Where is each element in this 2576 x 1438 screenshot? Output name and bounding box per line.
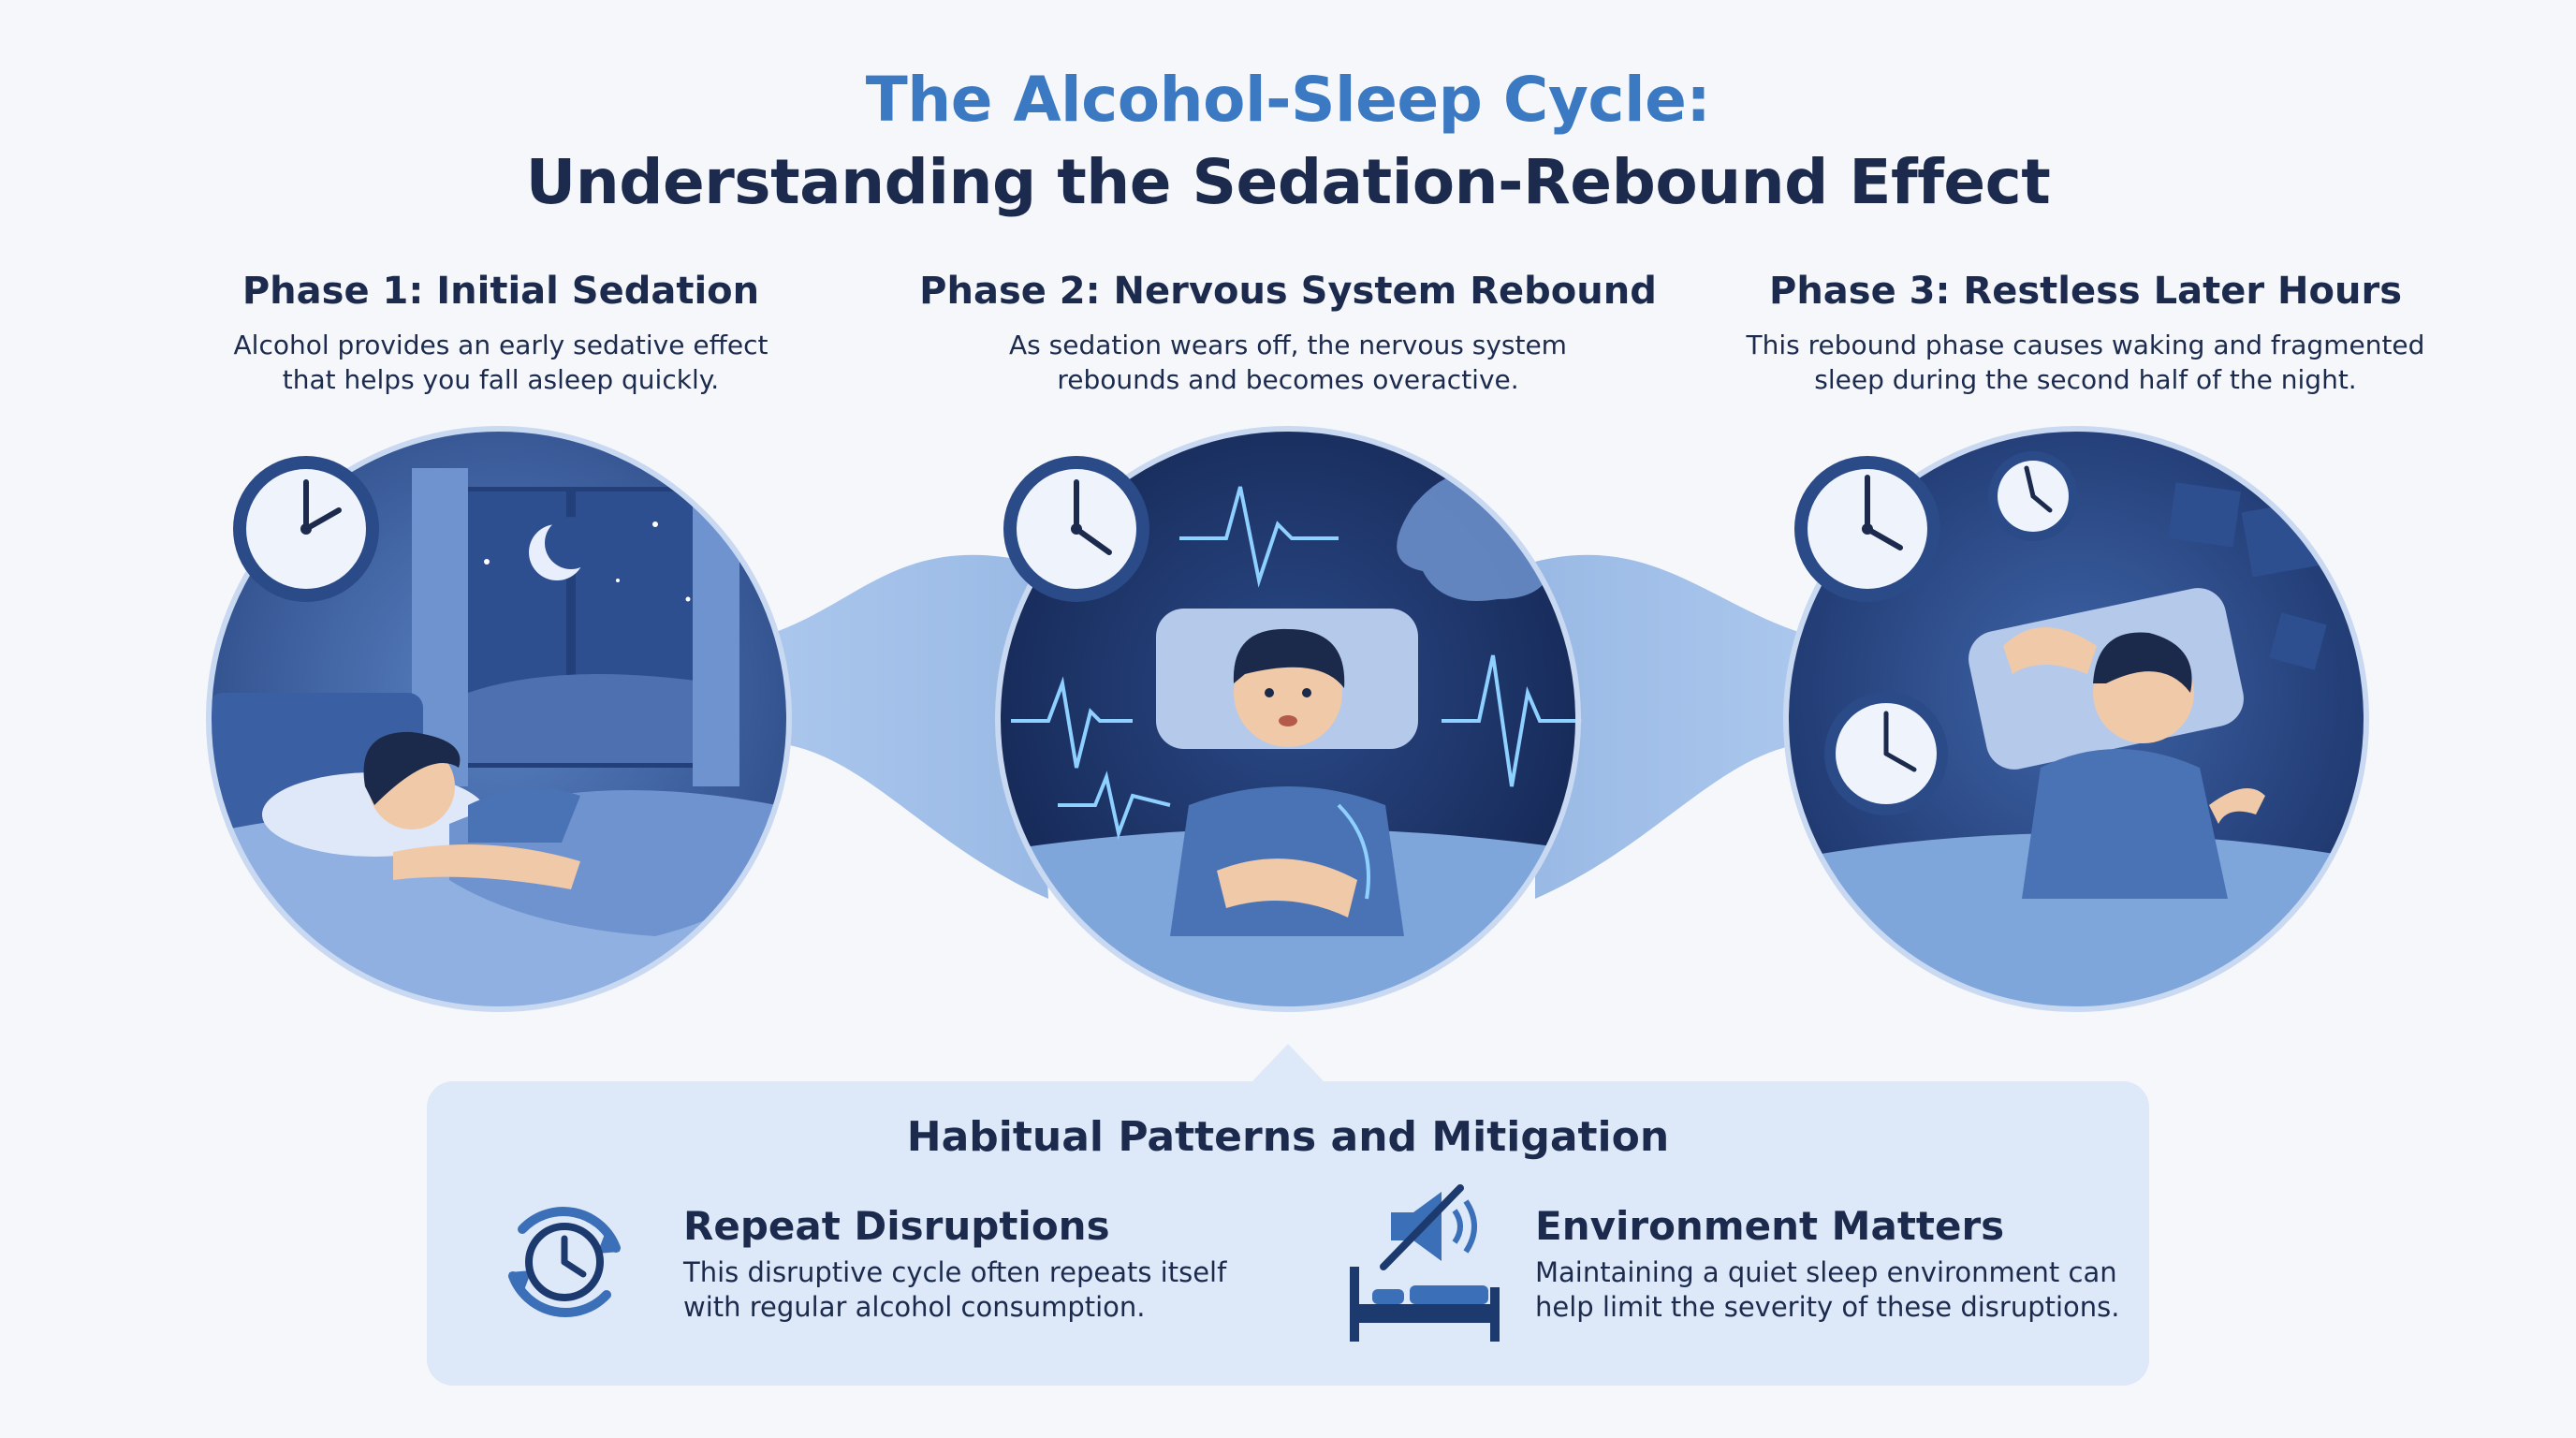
phase-3-desc-line-1: This rebound phase causes waking and fra…: [1746, 330, 2425, 360]
phase-3-description: This rebound phase causes waking and fra…: [1702, 328, 2469, 397]
scene-nervous-rebound: [995, 426, 1582, 1012]
clock-icon: [1824, 692, 1948, 815]
environment-matters-text: Maintaining a quiet sleep environment ca…: [1535, 1255, 2134, 1325]
phase-1-desc-line-2: that helps you fall asleep quickly.: [282, 364, 720, 395]
phase-2-heading: Phase 2: Nervous System Rebound: [919, 270, 1657, 313]
repeat-disruptions-title: Repeat Disruptions: [683, 1203, 1110, 1249]
phase-3-heading: Phase 3: Restless Later Hours: [1769, 270, 2402, 313]
environment-matters-title: Environment Matters: [1535, 1203, 2005, 1249]
repeat-disruptions-line-1: This disruptive cycle often repeats itse…: [683, 1256, 1227, 1288]
clock-icon: [1794, 456, 1940, 602]
cycle-clock-icon: [508, 1207, 621, 1317]
title-line-2: Understanding the Sedation-Rebound Effec…: [525, 146, 2051, 218]
phase-3-desc-line-2: sleep during the second half of the nigh…: [1814, 364, 2357, 395]
mitigation-title: Habitual Patterns and Mitigation: [906, 1113, 1670, 1161]
environment-matters-line-1: Maintaining a quiet sleep environment ca…: [1535, 1256, 2117, 1288]
phase-1-heading: Phase 1: Initial Sedation: [242, 270, 760, 313]
title-line-1: The Alcohol-Sleep Cycle:: [865, 64, 1711, 136]
clock-icon: [233, 456, 379, 602]
scene-initial-sedation: [206, 426, 792, 1012]
phase-1-desc-line-1: Alcohol provides an early sedative effec…: [233, 330, 768, 360]
mitigation-panel: Habitual Patterns and Mitigation Repeat …: [427, 1081, 2149, 1386]
phase-2: Phase 2: Nervous System Rebound As sedat…: [904, 270, 1672, 397]
muted-speaker-bed-icon: [1350, 1184, 1500, 1342]
phase-2-desc-line-1: As sedation wears off, the nervous syste…: [1009, 330, 1567, 360]
phase-1: Phase 1: Initial Sedation Alcohol provid…: [117, 270, 885, 397]
scene-restless-hours: [1783, 426, 2369, 1012]
repeat-disruptions-text: This disruptive cycle often repeats itse…: [683, 1255, 1282, 1325]
phase-2-description: As sedation wears off, the nervous syste…: [904, 328, 1672, 397]
clock-icon: [1988, 451, 2078, 541]
phase-2-desc-line-2: rebounds and becomes overactive.: [1057, 364, 1519, 395]
clock-icon: [1003, 456, 1149, 602]
environment-matters-line-2: help limit the severity of these disrupt…: [1535, 1291, 2120, 1323]
phase-3: Phase 3: Restless Later Hours This rebou…: [1702, 270, 2469, 397]
phase-1-description: Alcohol provides an early sedative effec…: [117, 328, 885, 397]
connecting-ribbon: [674, 554, 1900, 899]
repeat-disruptions-line-2: with regular alcohol consumption.: [683, 1291, 1146, 1323]
panel-pointer: [1251, 1044, 1325, 1083]
